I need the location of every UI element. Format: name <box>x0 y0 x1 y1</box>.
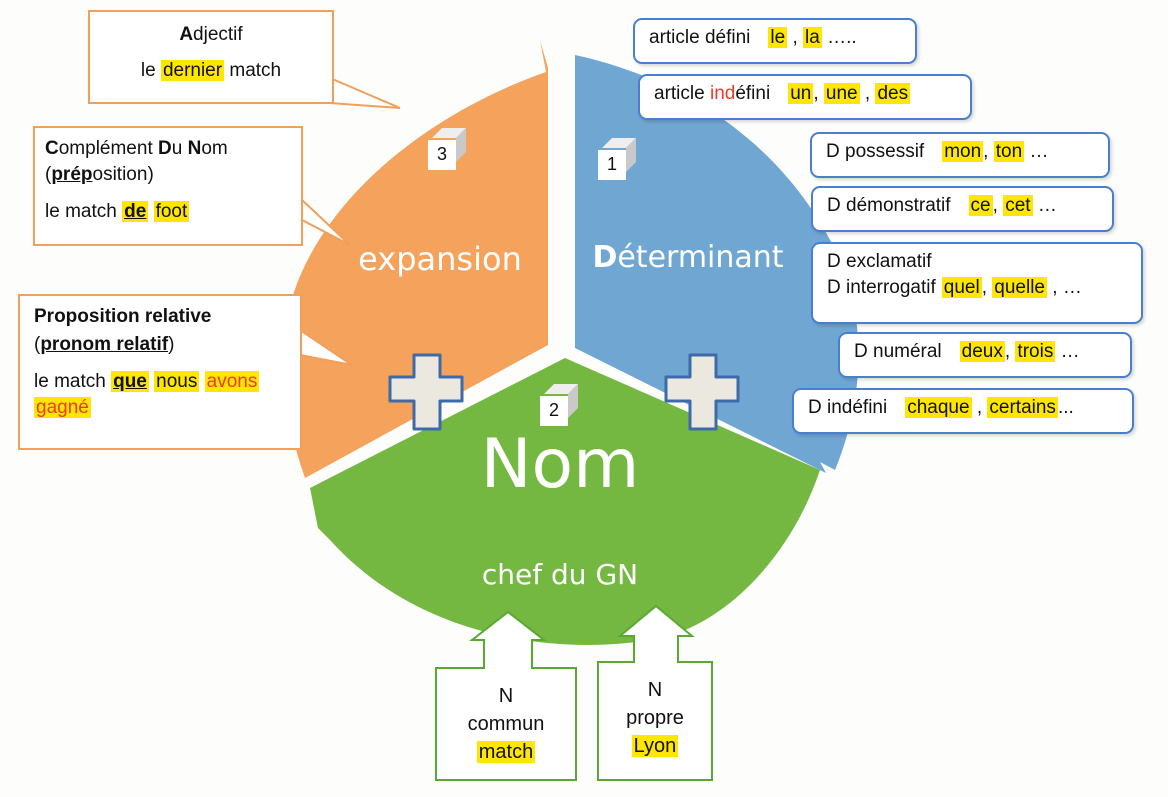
nom-commun-text: N commun match <box>467 685 545 763</box>
adjectif-example: le dernier match <box>140 59 282 81</box>
plus-sign-left <box>388 353 464 431</box>
chef-du-gn-label: chef du GN <box>481 558 639 591</box>
propre-arrow <box>597 604 713 781</box>
relative-example: le match que nous avons gagné <box>34 371 260 418</box>
cdn-title: Complément Du Nom <box>45 138 228 159</box>
cube-1-icon <box>598 138 636 180</box>
determinant-label-rest: éterminant <box>617 240 784 275</box>
cdn-subtitle: (préposition) <box>45 163 154 185</box>
determinant-sector <box>575 55 859 473</box>
cube-2-number: 2 <box>548 400 559 420</box>
nom-label: Nom <box>480 425 640 504</box>
proposition-relative-box: Proposition relative (pronom relatif) le… <box>18 294 302 450</box>
adjectif-title: Adjectif <box>179 24 243 45</box>
plus-sign-right <box>664 353 740 431</box>
cube-3-number: 3 <box>436 144 447 164</box>
relative-title: Proposition relative <box>34 306 212 327</box>
determinant-label: Déterminant <box>588 240 788 275</box>
expansion-label: expansion <box>358 240 522 278</box>
cube-1-number: 1 <box>606 154 617 174</box>
nom-propre-text: N propre Lyon <box>626 679 684 757</box>
cube-3-icon <box>428 128 466 170</box>
determinant-label-initial: D <box>592 240 618 275</box>
cube-2-icon <box>540 384 578 426</box>
complement-du-nom-box: Complément Du Nom (préposition) le match… <box>33 126 303 246</box>
expansion-sector <box>283 40 548 478</box>
relative-subtitle: (pronom relatif) <box>34 333 175 355</box>
commun-arrow <box>435 610 577 781</box>
cdn-example: le match de foot <box>45 201 190 223</box>
adjectif-box: Adjectif le dernier match <box>88 10 334 104</box>
